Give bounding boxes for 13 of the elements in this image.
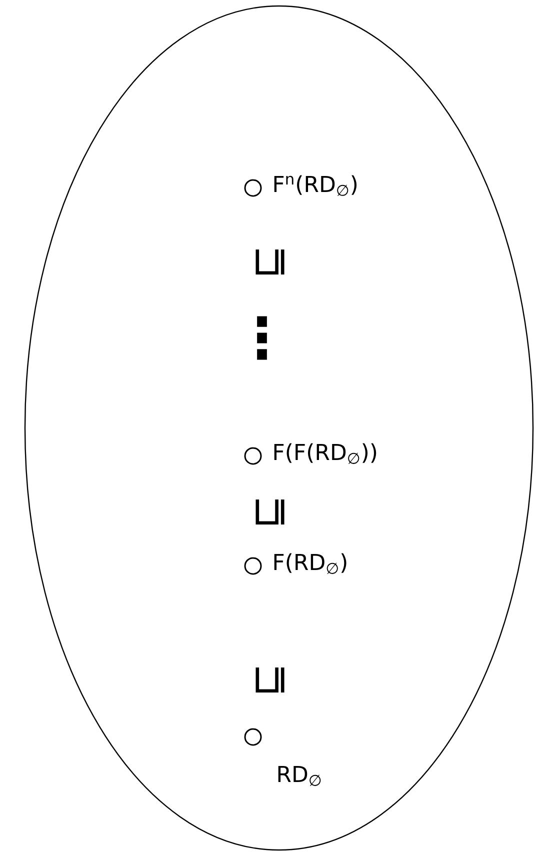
ellipse-outline bbox=[24, 5, 534, 851]
point-label: F(F(RD$_{∅}$)) bbox=[274, 443, 376, 464]
point-label: F(RD$_{∅}$) bbox=[274, 553, 346, 574]
point-label: RD$_{∅}$ bbox=[278, 766, 321, 786]
point-circle bbox=[244, 557, 262, 575]
vertical-dots: ⋮ bbox=[257, 316, 267, 360]
order-symbol: ⊑ bbox=[256, 249, 284, 275]
point-circle bbox=[244, 728, 262, 746]
order-symbol: ⊑ bbox=[256, 499, 284, 525]
order-symbol: ⊑ bbox=[256, 668, 284, 693]
point-circle bbox=[244, 179, 262, 197]
point-label: F$^{n}$(RD$_{∅}$) bbox=[274, 175, 357, 196]
point-circle bbox=[244, 447, 262, 465]
